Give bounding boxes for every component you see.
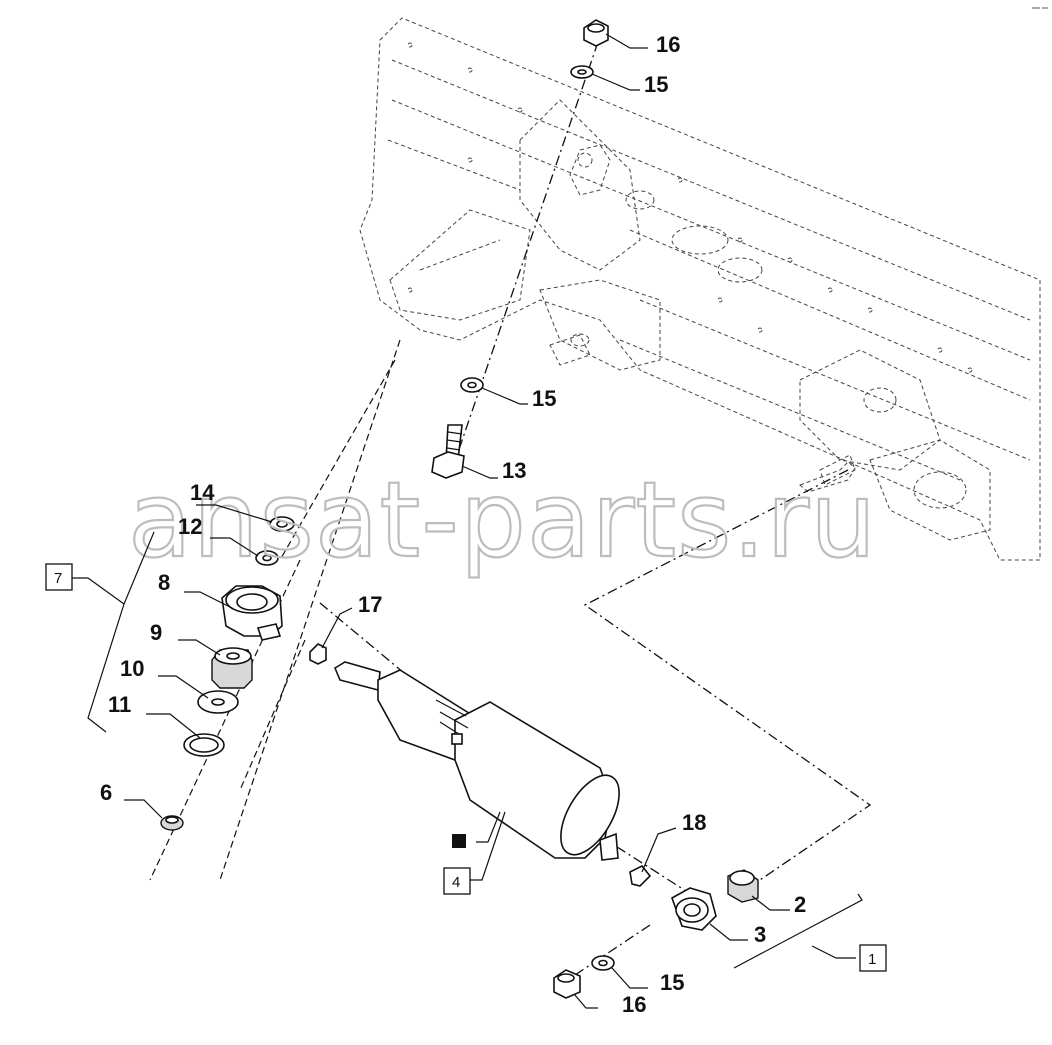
boxed-callout-7: 7 — [45, 563, 73, 591]
part-8-bearing-housing — [221, 585, 283, 641]
part-14-washer — [269, 516, 295, 532]
part-12-washer — [255, 550, 279, 566]
part-15-washer-top — [570, 65, 594, 79]
callout-15-mid: 15 — [532, 386, 556, 411]
callout-15-top: 15 — [644, 72, 668, 97]
part-4-actuator — [333, 661, 620, 861]
part-18-key — [629, 864, 652, 887]
callout-18: 18 — [682, 810, 706, 835]
part-16-nut-bottom — [553, 969, 581, 999]
callout-13: 13 — [502, 458, 526, 483]
part-2-bushing — [727, 869, 759, 903]
part-15-washer-bottom — [591, 955, 615, 971]
watermark-text: ansat-parts.ru — [128, 459, 877, 581]
boxed-callout-7-label: 7 — [54, 570, 62, 587]
boxed-callout-1-label: 1 — [868, 951, 876, 968]
filled-square-icon — [452, 834, 466, 848]
callout-2: 2 — [794, 892, 806, 917]
callout-6: 6 — [100, 780, 112, 805]
part-3-rod-end — [671, 887, 717, 931]
part-9-bushing — [211, 647, 253, 689]
frame-holes — [407, 42, 973, 373]
callout-17: 17 — [358, 592, 382, 617]
callout-9: 9 — [150, 620, 162, 645]
part-16-nut-top — [583, 19, 609, 47]
callout-3: 3 — [754, 922, 766, 947]
part-10-washer — [197, 690, 239, 714]
part-6-bushing — [160, 815, 184, 831]
callout-12: 12 — [178, 514, 202, 539]
part-13-bolt — [431, 424, 465, 479]
callout-11: 11 — [108, 692, 131, 717]
boxed-callout-1: 1 — [859, 944, 887, 972]
callout-16-top: 16 — [656, 32, 680, 57]
callout-10: 10 — [120, 656, 144, 681]
part-17-nut — [309, 643, 327, 665]
callout-16-bottom: 16 — [622, 992, 646, 1017]
leader-lines — [72, 33, 863, 1009]
boxed-callout-4-label: 4 — [452, 874, 460, 891]
callout-14: 14 — [190, 480, 215, 505]
chassis-frame — [359, 17, 1041, 561]
part-15-washer-mid — [460, 377, 484, 393]
callout-labels: 16 15 15 13 14 12 8 9 10 11 6 17 18 2 3 … — [100, 32, 806, 1017]
part-11-snap-ring — [183, 733, 225, 757]
callout-8: 8 — [158, 570, 170, 595]
callout-15-bottom: 15 — [660, 970, 684, 995]
boxed-callout-4: 4 — [443, 867, 471, 895]
